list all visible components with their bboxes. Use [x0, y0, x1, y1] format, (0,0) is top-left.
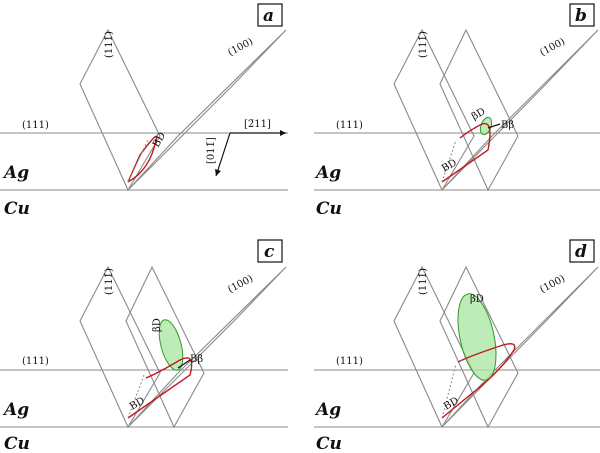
label-dir011: [011̄] — [206, 137, 217, 164]
plane-11m1-front — [393, 28, 475, 192]
bd-dislocation — [441, 343, 516, 419]
label-dir211: [2̄11] — [244, 119, 271, 130]
dashed-trace — [441, 363, 457, 419]
label-11m1: (111̄) — [104, 268, 115, 295]
arrowhead-211 — [280, 130, 286, 136]
label-100: (100) — [226, 273, 255, 295]
arrowhead-011 — [215, 169, 221, 176]
panel-letter-box — [257, 3, 283, 27]
label-11m1: (111̄) — [418, 31, 429, 58]
label-beta: βD — [152, 318, 163, 332]
label-111: (111) — [336, 356, 363, 367]
panel-letter: a — [263, 6, 274, 26]
label-cu: Cu — [4, 199, 30, 219]
plane-100 — [127, 29, 287, 191]
plane-100 — [127, 266, 287, 428]
panel-letter: c — [264, 242, 275, 262]
panel-letter-box — [257, 239, 283, 263]
label-bbeta: Bβ — [190, 354, 203, 365]
stacking-fault — [457, 293, 497, 381]
stacking-fault — [158, 319, 184, 371]
panel-letter-box — [569, 239, 595, 263]
plane-100 — [441, 29, 599, 191]
bbeta-arrow — [177, 359, 191, 369]
panel-a: (111) (111̄) (100) BD [2̄11] [011̄] Ag C… — [0, 3, 288, 219]
label-100: (100) — [226, 36, 255, 58]
plane-11m1-front — [79, 265, 161, 429]
plane-11m1-back — [439, 265, 519, 429]
label-111: (111) — [336, 120, 363, 131]
panel-c: (111) (111̄) (100) BD βD Bβ Ag Cu c — [0, 239, 288, 453]
panel-b: (111) (111̄) (100) BD βD Bβ Ag Cu b — [314, 3, 600, 219]
dashed-trace — [441, 139, 457, 183]
label-ag: Ag — [314, 163, 341, 183]
bd-dislocation — [127, 135, 158, 183]
plane-11m1-back — [125, 265, 205, 429]
label-cu: Cu — [316, 434, 342, 453]
label-11m1: (111̄) — [418, 268, 429, 295]
bd-dislocation — [441, 122, 491, 183]
plane-11m1 — [79, 28, 161, 192]
panel-letter-box — [569, 3, 595, 27]
label-ag: Ag — [2, 163, 29, 183]
panel-letter: d — [575, 242, 587, 262]
label-111: (111) — [22, 120, 49, 131]
bbeta-arrow — [487, 123, 501, 129]
label-100: (100) — [538, 273, 567, 295]
label-beta: βD — [470, 294, 484, 305]
label-cu: Cu — [4, 434, 30, 453]
label-100: (100) — [538, 36, 567, 58]
label-bbeta: Bβ — [501, 120, 514, 131]
panel-letter: b — [575, 6, 587, 26]
label-11m1: (111̄) — [104, 31, 115, 58]
label-ag: Ag — [314, 400, 341, 420]
label-ag: Ag — [2, 400, 29, 420]
panel-d: (111) (111̄) (100) BD βD Ag Cu d — [314, 239, 600, 453]
dir-011-arrow — [215, 132, 231, 177]
label-cu: Cu — [316, 199, 342, 219]
bd-dislocation — [127, 357, 193, 419]
plane-11m1-back — [439, 28, 519, 192]
label-111: (111) — [22, 356, 49, 367]
